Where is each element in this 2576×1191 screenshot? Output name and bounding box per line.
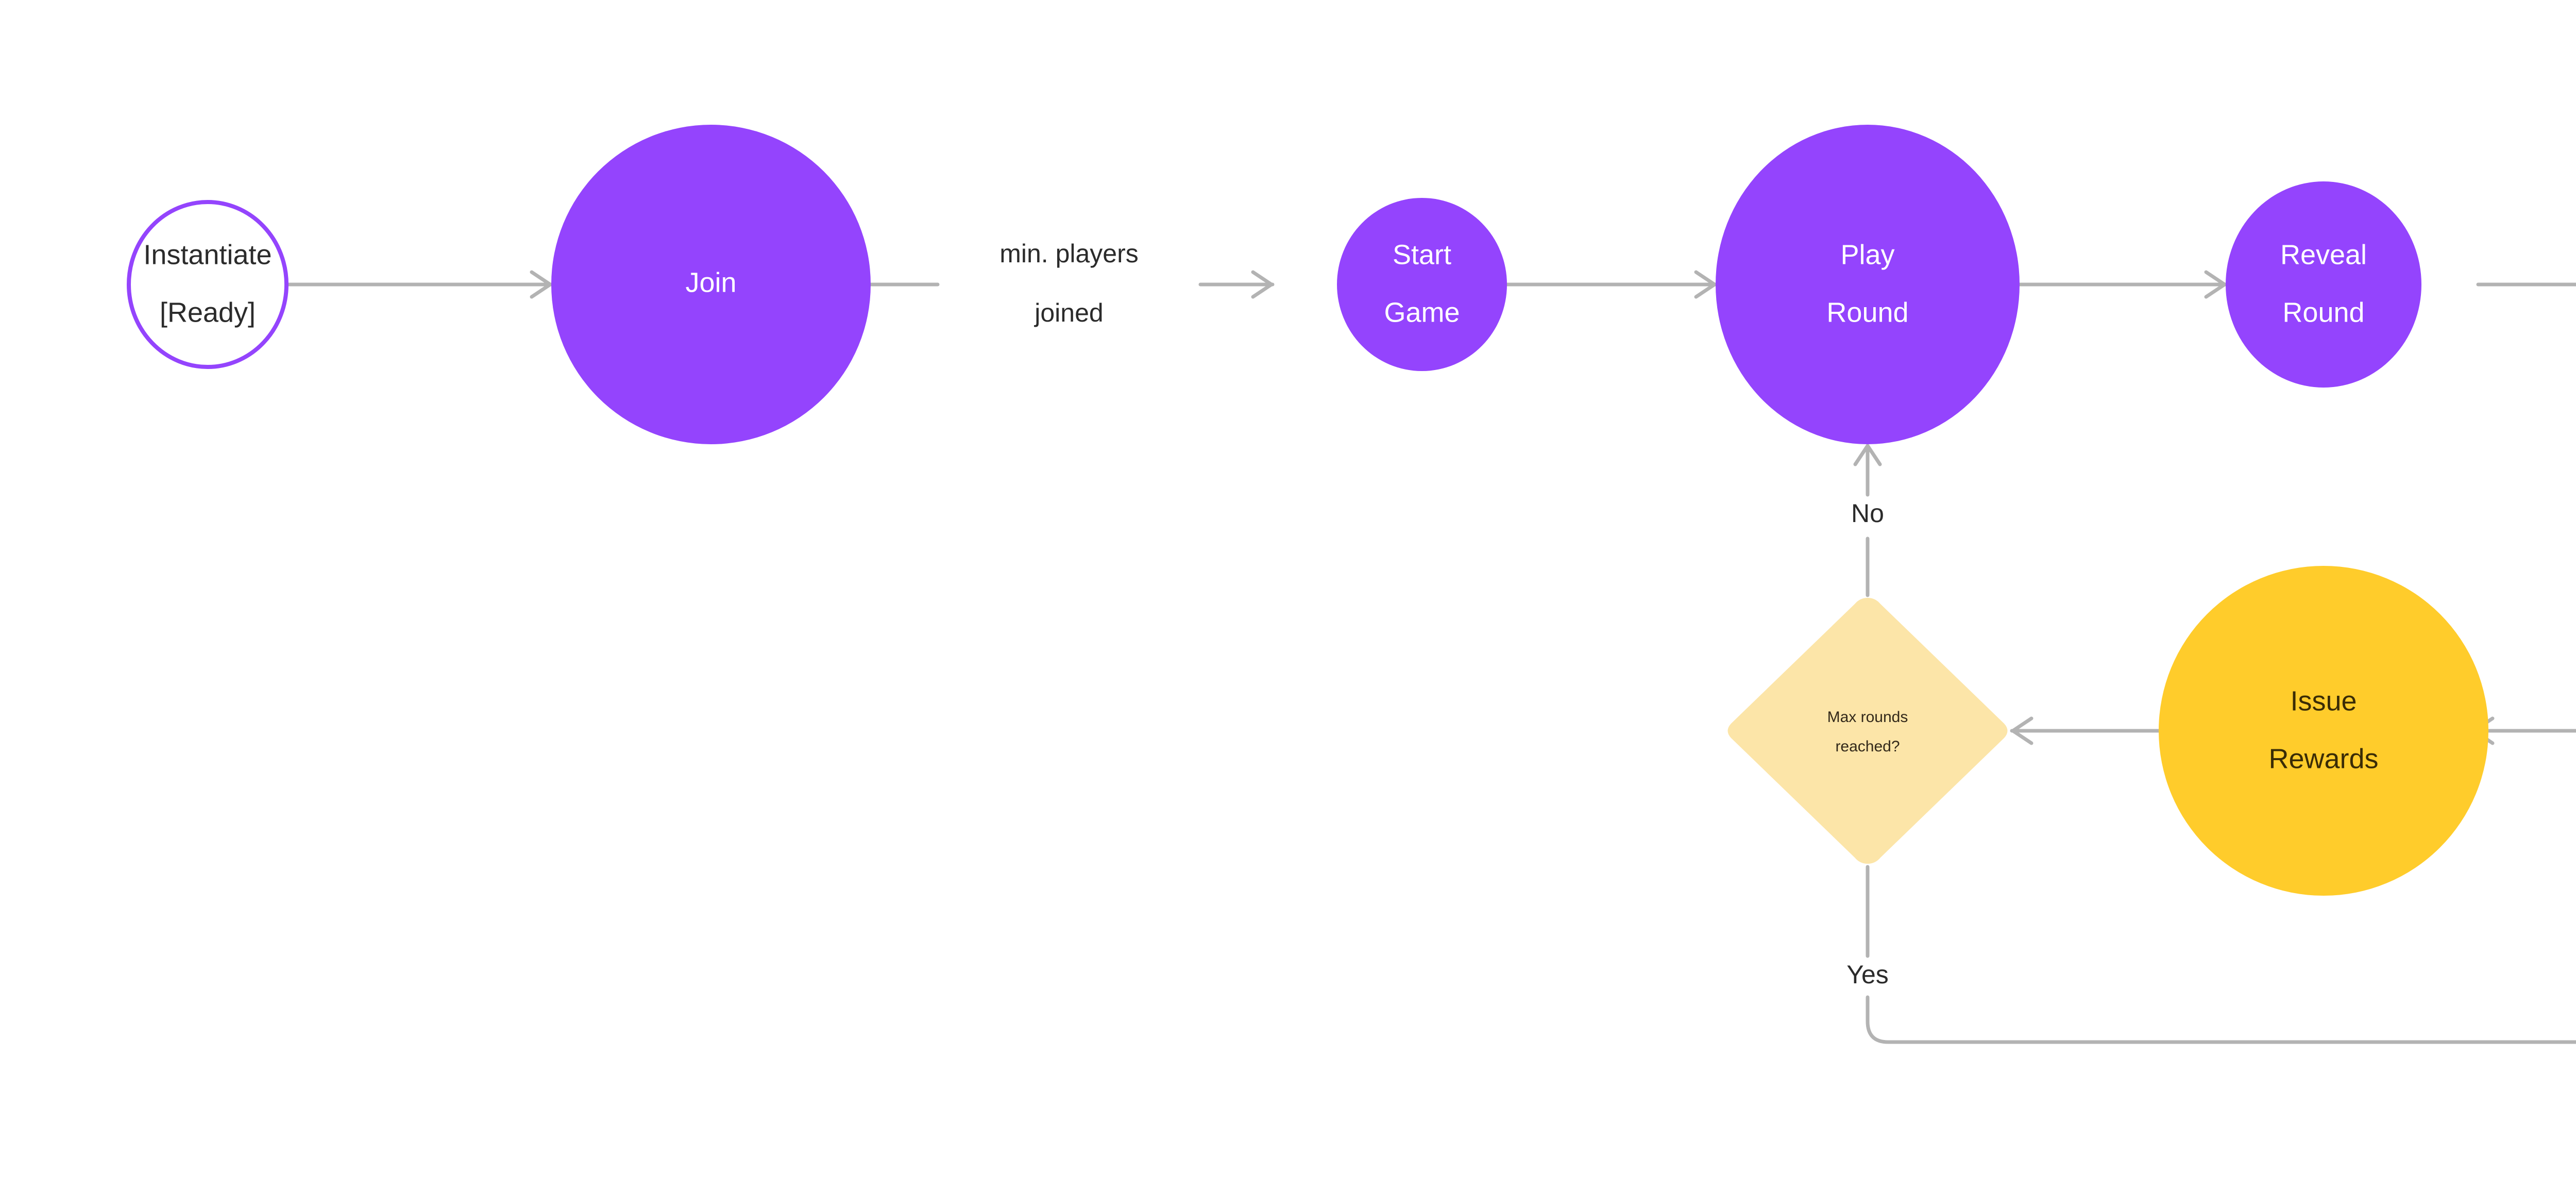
play-round-label-line1: Play	[1840, 239, 1894, 270]
edge-finalize-round-to-issue-rewards	[2471, 716, 2576, 745]
node-max-rounds-decision[interactable]: Max rounds reached?	[1727, 598, 2008, 864]
issue-rewards-label-line2: Rewards	[2268, 743, 2378, 774]
reveal-round-circle[interactable]	[2226, 181, 2421, 388]
node-instantiate[interactable]: Instantiate [Ready]	[127, 200, 289, 369]
edge-join-to-start-game	[869, 270, 1275, 299]
edge-label-no: No	[1851, 499, 1884, 528]
edge-max-rounds-yes-to-gg	[1866, 865, 2576, 1044]
node-start-game[interactable]: Start Game	[1337, 198, 1507, 371]
start-game-circle[interactable]	[1337, 198, 1507, 371]
play-round-circle[interactable]	[1716, 125, 2020, 444]
edge-issue-rewards-to-max-rounds	[2010, 716, 2161, 745]
join-circle[interactable]	[551, 125, 871, 444]
node-join[interactable]: Join	[551, 125, 871, 444]
node-issue-rewards[interactable]: Issue Rewards	[2159, 566, 2488, 896]
edge-instantiate-to-join	[284, 270, 553, 299]
start-game-label-line2: Game	[1384, 297, 1460, 328]
edge-max-rounds-no-to-play-round	[1853, 444, 1882, 597]
node-reveal-round[interactable]: Reveal Round	[2226, 181, 2421, 388]
join-label-line1: Join	[685, 267, 736, 298]
edge-label-min-players-joined: min. players joined	[999, 239, 1139, 327]
node-play-round[interactable]: Play Round	[1716, 125, 2020, 444]
edge-reveal-round-to-finalize-round	[2476, 282, 2576, 287]
reveal-round-label-line2: Round	[2282, 297, 2364, 328]
min-players-label-line1: min. players	[999, 239, 1139, 268]
instantiate-label-line2: [Ready]	[160, 297, 256, 328]
instantiate-circle[interactable]	[127, 200, 289, 369]
instantiate-label-line1: Instantiate	[143, 239, 272, 270]
min-players-label-line2: joined	[1033, 298, 1103, 327]
max-rounds-diamond[interactable]	[1727, 598, 2008, 864]
edge-label-yes: Yes	[1846, 960, 1889, 989]
edge-start-game-to-play-round	[1505, 270, 1718, 299]
max-rounds-label-line2: reached?	[1835, 738, 1900, 755]
issue-rewards-circle[interactable]	[2159, 566, 2488, 896]
start-game-label-line1: Start	[1393, 239, 1451, 270]
max-rounds-label-line1: Max rounds	[1827, 709, 1908, 726]
issue-rewards-label-line1: Issue	[2290, 685, 2357, 716]
edge-play-round-to-reveal-round	[2018, 270, 2228, 299]
play-round-label-line2: Round	[1826, 297, 1908, 328]
reveal-round-label-line1: Reveal	[2280, 239, 2367, 270]
